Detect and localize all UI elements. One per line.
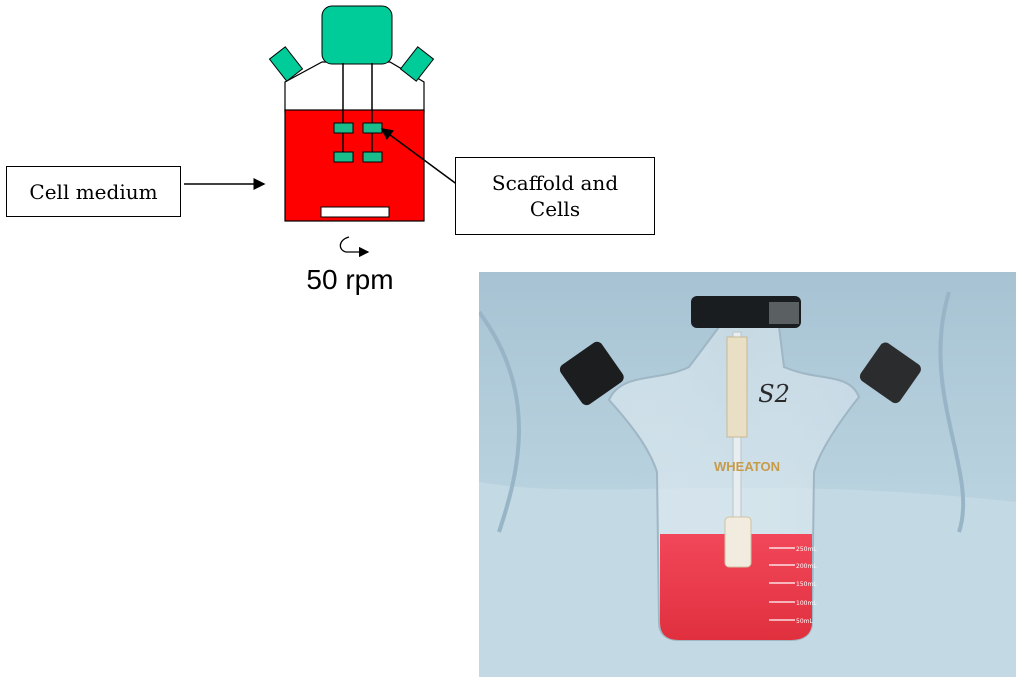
graduation-label: 200mL: [796, 563, 817, 570]
scaffold-block: [363, 152, 382, 162]
scaffold-block: [334, 123, 353, 133]
spinner-flask-diagram: [0, 0, 660, 300]
flask-marker-text: S2: [758, 380, 790, 408]
flask-top-cap: [322, 6, 392, 64]
graduation-label: 150mL: [796, 581, 817, 588]
scaffold-holder: [725, 517, 751, 567]
stir-bar: [321, 207, 389, 217]
graduation-label: 50mL: [796, 618, 813, 625]
graduation-label: 250mL: [796, 546, 817, 553]
flask-brand-text: WHEATON: [714, 459, 780, 474]
scaffold-cells-label: Scaffold and Cells: [455, 157, 655, 235]
graduation-label: 100mL: [796, 600, 817, 607]
spinner-flask-photo: 250mL 200mL 150mL 100mL 50mL WHEATON S2: [479, 272, 1016, 677]
shaft-sleeve: [727, 337, 747, 437]
scaffold-text-line2: Cells: [530, 196, 580, 222]
scaffold-block: [334, 152, 353, 162]
cell-medium-liquid: [285, 110, 424, 221]
cell-medium-text: Cell medium: [29, 179, 157, 205]
curved-arrow-icon: [340, 237, 368, 252]
scaffold-text-line1: Scaffold and: [492, 170, 618, 196]
cell-medium-label: Cell medium: [6, 166, 181, 217]
scaffold-block: [363, 123, 382, 133]
rotation-speed-label: 50 rpm: [290, 264, 410, 296]
